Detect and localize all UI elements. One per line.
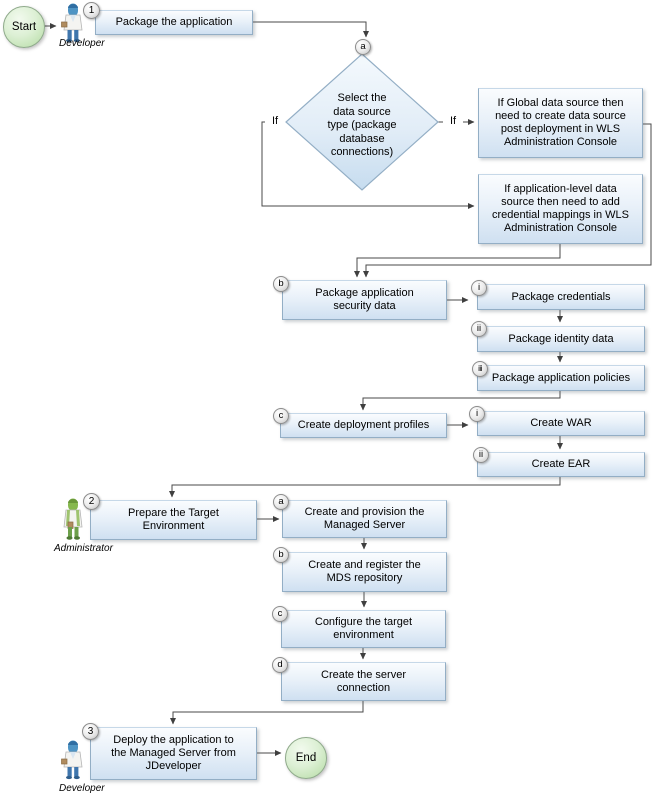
actor-label-developer-2: Developer [59,783,105,794]
box-package-credentials: Package credentials [477,284,645,310]
step-badge-a-decision: a [355,39,371,55]
box-create-ear: Create EAR [477,452,645,477]
box-create-deployment-profiles: Create deployment profiles [280,413,447,438]
developer-person-icon [59,740,87,785]
developer-person-icon [59,3,87,48]
step-badge-b: b [273,276,289,292]
substep-badge-i-credentials: i [471,280,487,296]
box-package-security-data: Package application security data [282,280,447,320]
box-prepare-target-environment: Prepare the Target Environment [90,500,257,540]
substep-badge-d-server-connection: d [272,657,288,673]
substep-badge-ii-identity: ii [471,321,487,337]
actor-label-developer-1: Developer [59,38,105,49]
step-badge-1: 1 [83,2,100,19]
actor-label-administrator: Administrator [54,543,113,554]
box-global-data-source-note: If Global data source then need to creat… [478,88,643,158]
box-create-war: Create WAR [477,411,645,436]
substep-badge-ii-ear: ii [473,447,489,463]
box-package-application: Package the application [95,10,253,35]
box-package-identity-data: Package identity data [477,326,645,352]
administrator-person-icon [59,497,87,546]
substep-badge-a-managed-server: a [273,494,289,510]
box-configure-target-environment: Configure the target environment [281,610,446,648]
step-badge-c: c [273,408,289,424]
start-node: Start [3,6,45,48]
substep-badge-b-mds: b [273,547,289,563]
box-create-provision-managed-server: Create and provision the Managed Server [282,500,447,538]
box-app-level-data-source-note: If application-level data source then ne… [478,174,643,244]
decision-diamond [284,52,440,197]
start-label: Start [11,21,37,33]
box-create-server-connection: Create the server connection [281,662,446,701]
substep-badge-iii-policies: iii [472,361,488,377]
box-deploy-application-jdeveloper: Deploy the application to the Managed Se… [90,727,257,780]
substep-badge-i-war: i [469,406,485,422]
decision-branch-left-label: If [265,115,285,127]
box-create-register-mds-repository: Create and register the MDS repository [282,552,447,592]
substep-badge-c-configure: c [272,606,288,622]
step-badge-2: 2 [83,493,100,510]
decision-branch-right-label: If [443,115,463,127]
step-badge-3: 3 [82,723,99,740]
decision-label: Select the data source type (package dat… [327,92,397,158]
box-package-application-policies: Package application policies [477,365,645,391]
end-node: End [285,737,327,779]
end-label: End [295,752,317,764]
